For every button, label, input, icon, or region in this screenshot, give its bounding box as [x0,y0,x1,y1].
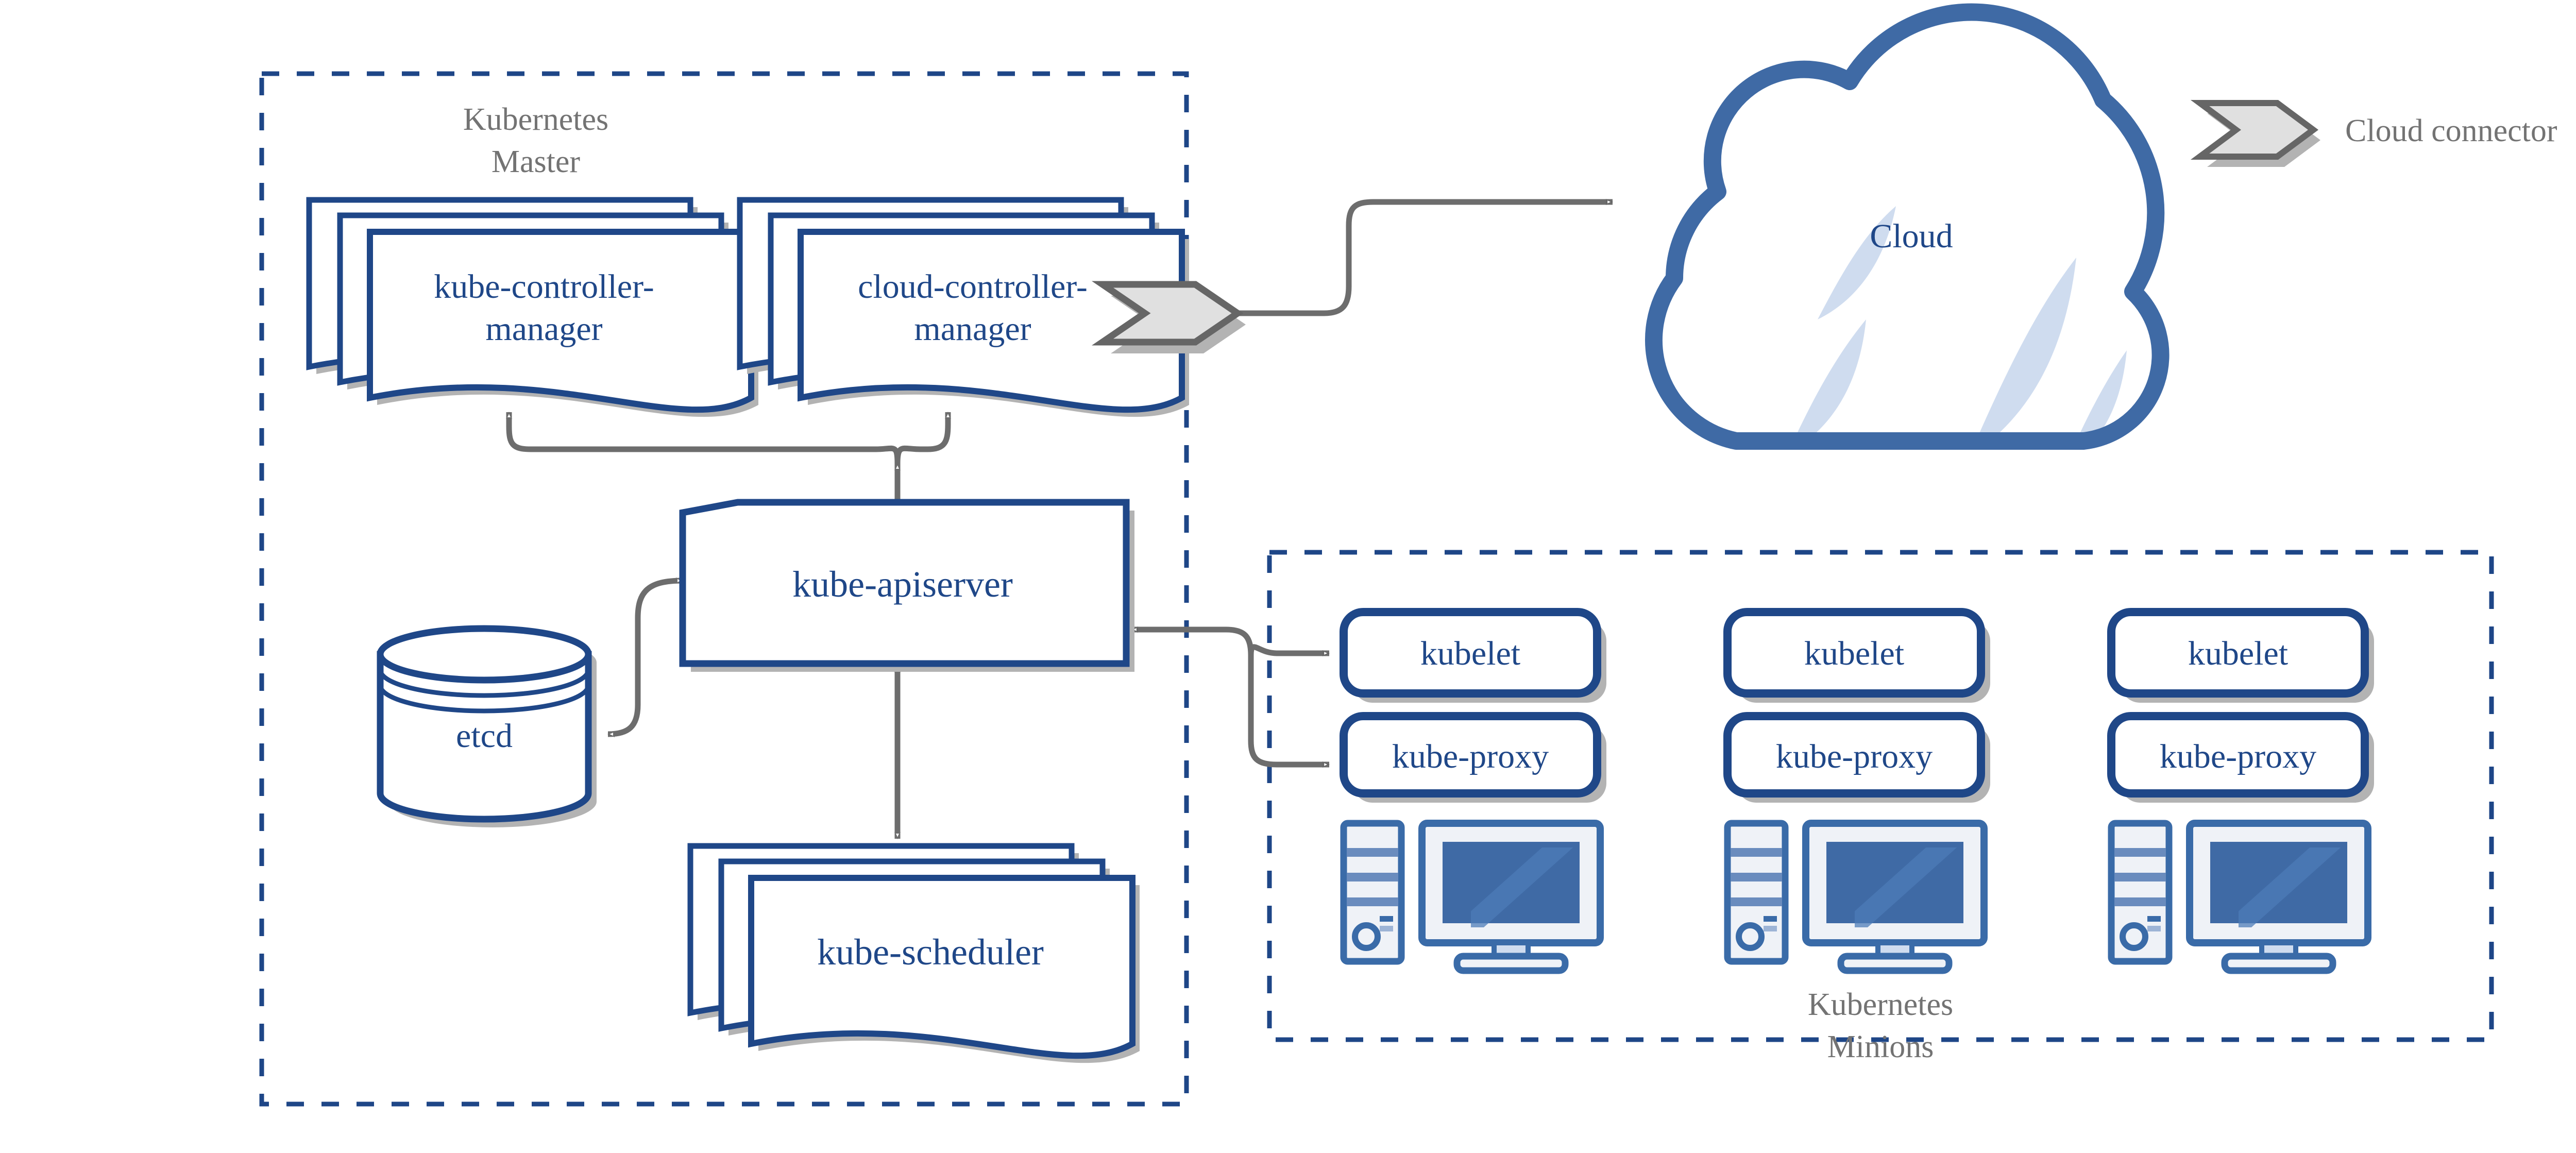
node-kube-scheduler[interactable]: kube-scheduler [687,843,1140,1063]
minion-1-monitor-base [1453,953,1569,974]
minion-1-computer-node-icon [1340,820,1604,974]
minion-node-1: kubelet kube-proxy [1340,608,1606,974]
kube-controller-manager-label-line1: kube-controller- [434,268,654,306]
minion-3-monitor-base [2221,953,2336,974]
minion-2-kubelet-pill[interactable]: kubelet [1723,608,1990,703]
minions-group-label-line2: Minions [1827,1029,1934,1064]
connector-apiserver-to-cloud-controller-manager [894,412,951,464]
kube-scheduler-label: kube-scheduler [817,931,1044,973]
cloud-leaf-3 [1969,258,2076,441]
cloud-connector-chevron-body [1091,281,1244,346]
minion-3-kube-proxy-box [2107,712,2369,798]
minion-3-kubelet-pill[interactable]: kubelet [2107,608,2374,703]
kube-controller-manager-label-line2: manager [485,310,602,348]
etcd-label: etcd [456,717,513,755]
minion-2-kube-proxy-box [1723,712,1985,798]
minion-1-tower-power-button [1352,922,1381,951]
node-cloud-controller-manager[interactable]: cloud-controller- manager [737,197,1189,417]
kube-apiserver-label: kube-apiserver [792,564,1013,605]
connector-apiserver-etcd [607,578,683,737]
kube-scheduler-doc-front [748,875,1136,1059]
master-group-label-line1: Kubernetes [463,102,608,137]
etcd-cylinder-body [377,651,592,823]
minion-3-tower-stripe-2 [2114,873,2166,881]
minion-1-tower-stripe-1 [1347,848,1398,857]
cloud-label: Cloud [1870,217,1953,255]
legend-label: Cloud connector [2345,113,2557,148]
minion-3-kubelet-label: kubelet [2188,635,2288,672]
minion-3-tower-stripe-1 [2114,848,2166,857]
minion-3-kube-proxy-label: kube-proxy [2160,738,2316,775]
minion-1-tower-stripe-2 [1347,873,1398,881]
minion-3-tower-stripe-3 [2114,897,2166,906]
group-kubernetes-master: Kubernetes Master [259,71,1189,1107]
minion-3-kubelet-box [2107,608,2369,698]
legend-chevron-body [2190,100,2319,160]
minion-1-tower-led-1 [1380,916,1393,922]
minion-2-monitor-base [1837,953,1953,974]
minion-2-tower-stripe-3 [1731,897,1782,906]
minion-3-tower-power-button [2120,922,2148,951]
etcd-ring-2 [378,685,591,714]
minion-2-tower-stripe-1 [1731,848,1782,857]
etcd-cylinder-top [377,625,592,684]
legend-cloud-connector: Cloud connector [2190,100,2557,167]
minion-2-tower-stripe-2 [1731,873,1782,881]
cloud-controller-manager-label-line1: cloud-controller- [858,268,1088,306]
minion-1-kube-proxy-label: kube-proxy [1392,738,1549,775]
node-kube-controller-manager[interactable]: kube-controller- manager [306,197,758,417]
cloud-outline [1645,3,2170,450]
connector-layer [506,199,1613,839]
cloud-leaf-1 [1818,206,1896,319]
minion-2-kube-proxy-pill[interactable]: kube-proxy [1723,712,1990,803]
master-group-label-line2: Master [492,144,581,179]
etcd-ring-1 [378,669,591,698]
cloud-controller-manager-doc-front [798,229,1185,413]
minion-3-screen-glare [2239,847,2341,927]
connector-cloudcontroller-to-cloud [1222,199,1613,316]
minion-2-kubelet-label: kubelet [1804,635,1904,672]
kube-controller-manager-doc-front [367,229,754,413]
node-etcd[interactable]: etcd [377,625,597,827]
minion-2-tower-led-2 [1764,926,1777,931]
minions-group-dashed-border [1267,550,2494,1042]
minion-1-tower-stripe-3 [1347,897,1398,906]
connector-apiserver-to-kubelet [1248,644,1330,656]
minion-3-kube-proxy-pill[interactable]: kube-proxy [2107,712,2374,803]
minion-2-computer-node-icon [1724,820,1988,974]
cloud-leaf-2 [1788,319,1866,441]
minion-1-kubelet-box [1340,608,1601,698]
minion-node-3: kubelet kube-proxy [2107,608,2374,974]
minion-1-kubelet-pill[interactable]: kubelet [1340,608,1606,703]
minion-1-kube-proxy-box [1340,712,1601,798]
minion-node-2: kubelet kube-proxy [1723,608,1990,974]
minion-2-kubelet-box [1723,608,1985,698]
minion-2-tower-power-button [1736,922,1765,951]
minion-2-kube-proxy-label: kube-proxy [1776,738,1933,775]
minion-3-computer-node-icon [2108,820,2371,974]
connector-apiserver-to-kube-proxy [1131,626,1330,768]
minion-3-tower-led-2 [2147,926,2161,931]
minion-2-tower-led-1 [1764,916,1777,922]
kube-apiserver-box [679,499,1130,667]
node-cloud[interactable]: Cloud [1645,3,2170,464]
minion-1-tower-led-2 [1380,926,1393,931]
minion-1-kubelet-label: kubelet [1420,635,1520,672]
master-group-dashed-border [259,71,1189,1107]
connector-apiserver-to-kube-controller-manager [506,412,901,464]
minions-group-label-line1: Kubernetes [1808,987,1953,1022]
legend-chevron-icon [2190,100,2320,167]
group-kubernetes-minions: Kubernetes Minions [1267,550,2494,1064]
cloud-connector-chevron-icon[interactable] [1091,281,1246,353]
minion-3-tower-led-1 [2147,916,2161,922]
cloud-controller-manager-label-line2: manager [914,310,1031,348]
minion-1-screen-glare [1471,847,1573,927]
minion-2-screen-glare [1855,847,1957,927]
node-kube-apiserver[interactable]: kube-apiserver [679,499,1134,672]
minion-1-kube-proxy-pill[interactable]: kube-proxy [1340,712,1606,803]
